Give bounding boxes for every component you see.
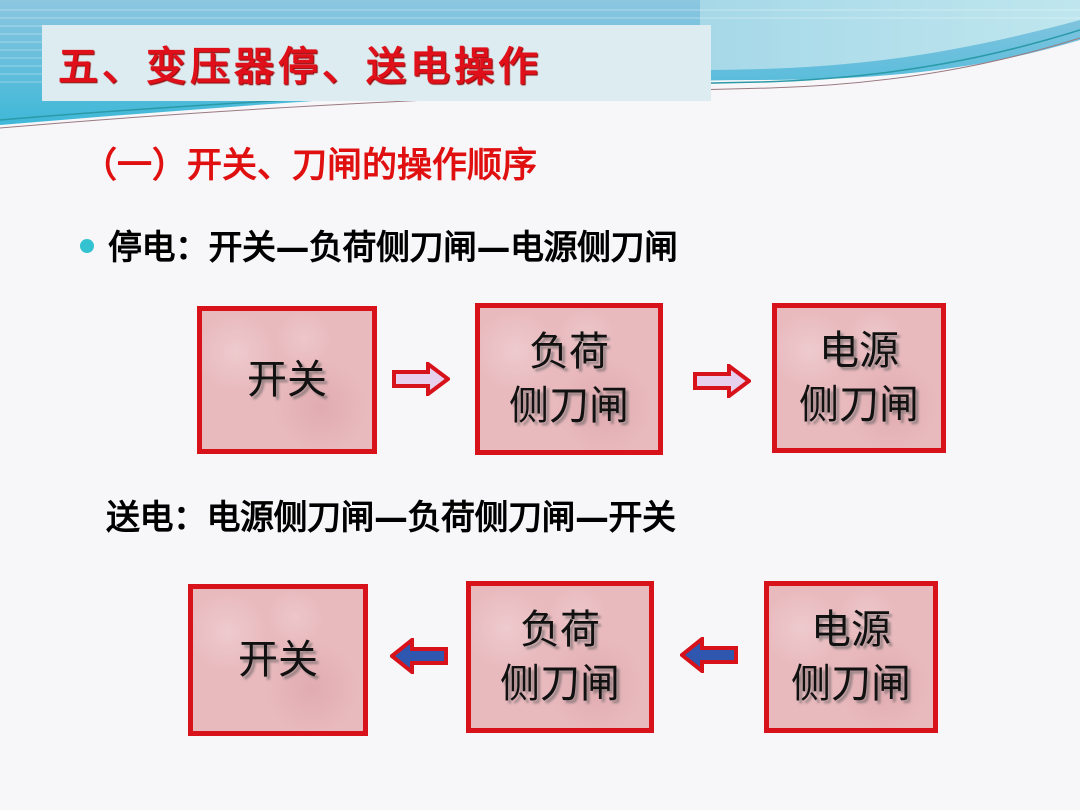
title-bar: 五、变压器停、送电操作 [42, 25, 711, 101]
box-label-line2: 侧刀闸 [799, 382, 919, 428]
power-on-box-switch: 开关 [188, 584, 368, 736]
section-subtitle: （一）开关、刀闸的操作顺序 [82, 146, 538, 186]
power-off-box-load-side-disconnector: 负荷 侧刀闸 [475, 303, 663, 455]
power-off-box-source-side-disconnector: 电源 侧刀闸 [772, 303, 946, 453]
box-label-line1: 电源 [811, 607, 891, 653]
box-label-line2: 侧刀闸 [500, 661, 620, 707]
box-label-line1: 负荷 [529, 329, 609, 375]
power-on-box-source-side-disconnector: 电源 侧刀闸 [764, 581, 938, 733]
bullet-icon [80, 238, 94, 253]
arrow-left-icon [680, 637, 738, 673]
slide-title: 五、变压器停、送电操作 [58, 43, 542, 90]
power-off-box-switch: 开关 [197, 306, 377, 454]
arrow-left-icon [390, 638, 448, 674]
power-on-box-load-side-disconnector: 负荷 侧刀闸 [466, 581, 654, 733]
power-off-text: 停电：开关—负荷侧刀闸—电源侧刀闸 [108, 228, 678, 268]
box-label: 开关 [238, 637, 318, 683]
power-on-text: 送电：电源侧刀闸—负荷侧刀闸—开关 [106, 498, 676, 538]
arrow-right-icon [392, 362, 450, 396]
box-label-line2: 侧刀闸 [791, 661, 911, 707]
power-on-line: 送电：电源侧刀闸—负荷侧刀闸—开关 [106, 490, 676, 539]
power-off-line: 停电：开关—负荷侧刀闸—电源侧刀闸 [80, 220, 678, 269]
box-label-line1: 电源 [819, 328, 899, 374]
arrow-right-icon [693, 364, 751, 398]
box-label: 开关 [247, 357, 327, 403]
box-label-line1: 负荷 [520, 607, 600, 653]
box-label-line2: 侧刀闸 [509, 383, 629, 429]
